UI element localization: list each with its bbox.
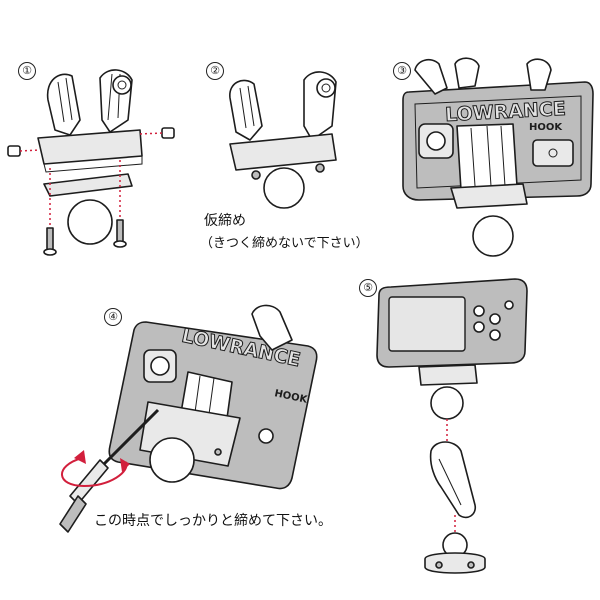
step-1-illustration xyxy=(7,69,175,256)
step-2-caption-line1: 仮締め xyxy=(204,213,246,229)
step-4-illustration: LOWRANCE HOOK xyxy=(59,304,318,533)
bracket-base-icon xyxy=(37,129,143,165)
step-5-panel: ⑤ xyxy=(355,275,600,600)
step-number: ⑤ xyxy=(359,279,377,297)
rotation-arrow-icon xyxy=(61,457,128,488)
step-5-illustration xyxy=(376,278,528,574)
nut-icon xyxy=(7,127,175,157)
mount-plate-icon xyxy=(43,173,133,197)
step-3-illustration: LOWRANCE HOOK xyxy=(402,57,594,257)
screw-icon xyxy=(43,219,127,256)
step-4-caption: この時点でしっかりと締めて下さい。 xyxy=(94,513,332,529)
bracket-jaws-icon xyxy=(46,69,133,136)
ball-mount-icon xyxy=(263,167,305,209)
screwdriver-icon xyxy=(59,408,160,533)
ball-mount-icon xyxy=(67,199,113,245)
step-2-panel: ② 仮締め （きつく締めないで下さい） xyxy=(200,60,400,270)
hand-icon xyxy=(251,304,293,351)
ball-mount-icon xyxy=(149,437,195,483)
step-3-panel: ③ LOWRANCE HOOK xyxy=(393,57,600,270)
model-label: HOOK xyxy=(529,122,563,133)
step-number: ③ xyxy=(393,62,411,80)
step-2-illustration xyxy=(229,71,337,209)
arm-clamp-icon xyxy=(429,441,477,519)
hand-icon xyxy=(414,57,552,95)
ball-mount-icon xyxy=(472,215,514,257)
step-number: ④ xyxy=(104,308,122,326)
base-plate-icon xyxy=(424,552,486,574)
step-number: ② xyxy=(206,62,224,80)
step-number: ① xyxy=(18,62,36,80)
step-2-caption-line2: （きつく締めないで下さい） xyxy=(200,236,369,251)
ball-mount-icon xyxy=(430,386,464,420)
step-1-panel: ① xyxy=(0,60,200,270)
step-4-panel: ④ LOWRANCE HOOK xyxy=(59,300,360,540)
